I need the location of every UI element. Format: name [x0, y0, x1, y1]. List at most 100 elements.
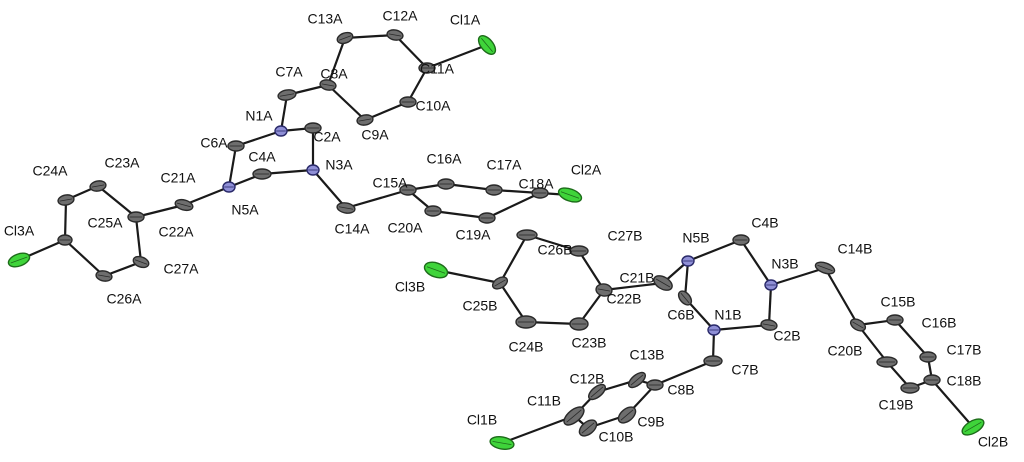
atom-label-c7a: C7A — [275, 64, 303, 80]
bond-c7a-n1a — [279, 93, 289, 133]
atom-label-c19b: C19B — [878, 397, 913, 413]
atom-label-cl1b: Cl1B — [467, 412, 497, 428]
bond-c27a-c22a — [134, 215, 143, 264]
bond-c24a-c25a — [63, 198, 68, 242]
atom-label-c25b: C25B — [462, 298, 497, 314]
atom-label-c22b: C22B — [606, 291, 641, 307]
atom-axis-c21b — [655, 278, 671, 288]
atom-label-c12b: C12B — [569, 371, 604, 387]
bond-c11a-cl1a — [425, 43, 489, 70]
atom-axis-cl3b — [426, 266, 446, 274]
atom-axis-c2b — [762, 323, 776, 327]
atom-label-c11b: C11B — [527, 393, 561, 409]
atom-label-n5a: N5A — [231, 202, 259, 218]
atom-label-n3a: N3A — [325, 157, 353, 173]
atom-label-cl2b: Cl2B — [978, 434, 1008, 450]
bond-c10a-c11a — [406, 66, 429, 104]
atom-axis-cl1b — [492, 440, 512, 446]
atom-label-n1a: N1A — [245, 108, 273, 124]
bond-c19a-c20a — [431, 209, 489, 220]
atom-label-c13a: C13A — [307, 11, 343, 27]
atom-label-c24b: C24B — [508, 339, 543, 355]
bond-c27b-c22b — [577, 249, 606, 292]
atom-label-c14a: C14A — [334, 221, 370, 237]
atom-label-c9b: C9B — [637, 414, 664, 430]
atom-axis-cl3a — [10, 256, 28, 264]
bond-c22a-c23a — [96, 184, 138, 219]
atom-label-c2a: C2A — [313, 129, 341, 145]
atom-label-c2b: C2B — [773, 328, 800, 344]
atom-axis-cl1a — [481, 38, 493, 52]
atom-label-c23b: C23B — [571, 335, 606, 351]
atom-label-c15b: C15B — [880, 294, 915, 310]
atom-axis-cl2a — [560, 191, 580, 199]
atom-axis-c8a — [321, 83, 335, 87]
bond-c7b-c8b — [653, 359, 715, 387]
atom-axis-c24a — [59, 198, 73, 202]
atom-axis-c9b — [620, 409, 634, 421]
atom-label-c15a: C15A — [372, 175, 408, 191]
atom-label-c10a: C10A — [415, 98, 451, 114]
atom-label-c17a: C17A — [486, 157, 522, 173]
atom-label-c4a: C4A — [248, 149, 276, 165]
atom-label-n3b: N3B — [771, 256, 798, 272]
atom-label-c7b: C7B — [731, 362, 758, 378]
bond-c14b-c15b — [823, 266, 860, 327]
atom-label-cl3b: Cl3B — [395, 279, 425, 295]
atom-label-cl3a: Cl3A — [4, 223, 35, 239]
atom-label-c27b: C27B — [607, 228, 642, 244]
bond-c18a-c19a — [485, 191, 542, 220]
atom-label-c12a: C12A — [382, 8, 418, 24]
atom-label-c23a: C23A — [104, 155, 140, 171]
bond-n3b-c2b — [767, 283, 773, 327]
bond-n5a-c6a — [227, 144, 238, 189]
atom-label-c21b: C21B — [619, 270, 654, 286]
atom-label-c10b: C10B — [598, 429, 633, 445]
atom-label-c24a: C24A — [32, 163, 68, 179]
atom-label-c25a: C25A — [87, 215, 123, 231]
atom-label-c17b: C17B — [946, 342, 981, 358]
bond-c25a-c26a — [63, 238, 106, 278]
atom-axis-c14a — [338, 206, 354, 210]
bond-n3b-c14b — [769, 266, 827, 287]
atom-label-c19a: C19A — [455, 227, 491, 243]
atom-label-c21a: C21A — [160, 170, 196, 186]
atom-label-c13b: C13B — [629, 347, 664, 363]
atom-axis-c9a — [358, 118, 372, 122]
atom-axis-c6b — [680, 292, 690, 304]
atom-label-n5b: N5B — [682, 230, 709, 246]
atom-label-cl1a: Cl1A — [450, 12, 481, 28]
atom-label-n1b: N1B — [714, 307, 741, 323]
atom-label-c9a: C9A — [361, 127, 389, 143]
atoms-layer — [7, 29, 985, 450]
atom-axis-c21a — [176, 202, 192, 208]
atom-label-c22a: C22A — [158, 224, 194, 240]
atom-label-c26b: C26B — [537, 242, 572, 258]
atom-axis-c27a — [134, 259, 148, 265]
bond-c13a-c8a — [326, 36, 347, 87]
atom-label-c14b: C14B — [837, 241, 872, 257]
atom-label-c20a: C20A — [387, 220, 423, 236]
atom-axis-c25b — [494, 279, 506, 287]
bond-c11b-cl1b — [500, 414, 576, 445]
atom-label-c11a: C11A — [420, 61, 455, 77]
bond-n3a-c14a — [311, 168, 348, 210]
atom-axis-c22b — [597, 288, 611, 292]
atom-label-c18a: C18A — [518, 176, 554, 192]
atom-label-c6a: C6A — [200, 135, 228, 151]
atom-label-c16a: C16A — [426, 151, 462, 167]
atom-label-c27a: C27A — [163, 261, 199, 277]
bond-n5b-c4b — [686, 238, 743, 263]
atom-axis-c10b — [581, 422, 595, 434]
bond-c14a-c15a — [344, 188, 410, 210]
atom-label-c16b: C16B — [921, 315, 956, 331]
bond-n5a-c21a — [182, 185, 231, 207]
atom-label-cl2a: Cl2A — [571, 162, 602, 178]
bond-c24b-c25b — [498, 281, 528, 324]
atom-label-c4b: C4B — [751, 215, 778, 231]
atom-axis-c15b — [852, 321, 864, 329]
bond-c2b-n1b — [712, 323, 771, 332]
atom-axis-c26a — [97, 274, 111, 278]
bond-c18b-cl2b — [930, 378, 975, 429]
atom-axis-c11b — [566, 409, 582, 423]
